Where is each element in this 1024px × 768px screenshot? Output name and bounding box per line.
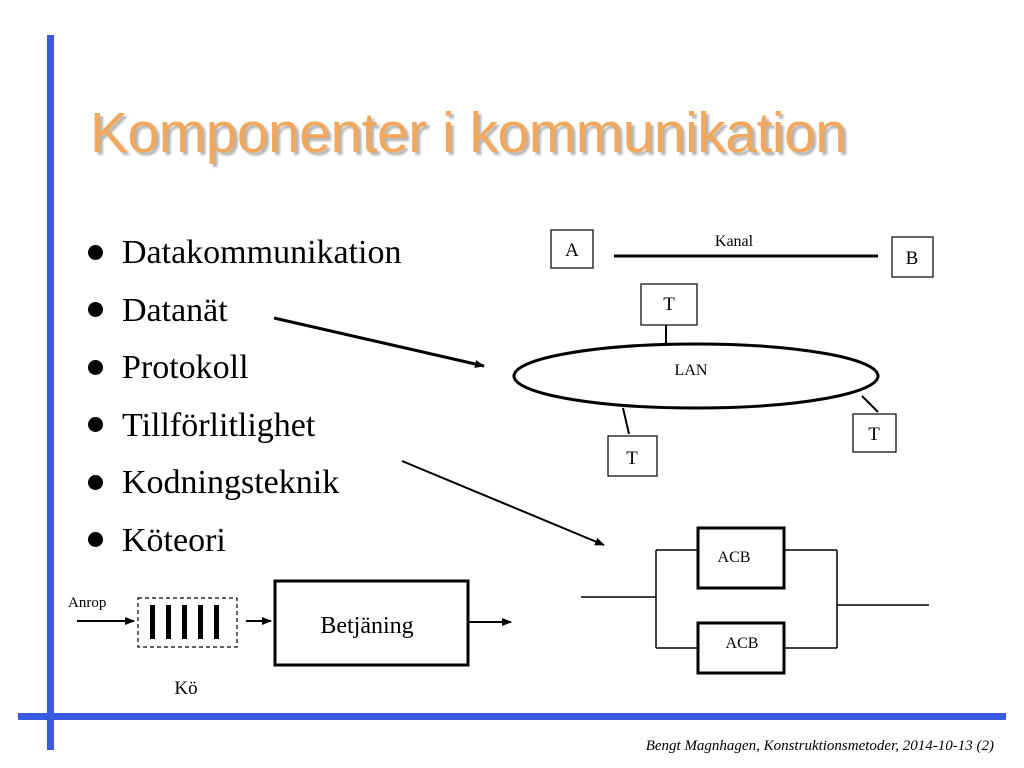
bullet-dot-icon <box>88 302 103 318</box>
bullet-item: Datakommunikation <box>88 230 402 288</box>
arrivals-label: Anrop <box>68 595 106 611</box>
left-accent-bar <box>47 35 54 750</box>
lan-diagram: LAN T T T <box>512 283 897 477</box>
bullet-list: Datakommunikation Datanät Protokoll Till… <box>88 230 402 575</box>
terminal-right-label: T <box>868 424 880 445</box>
server-box <box>273 579 470 667</box>
bullet-text: Kodningsteknik <box>122 464 340 501</box>
bullet-dot-icon <box>88 244 103 260</box>
redundancy-diagram: ACB ACB <box>581 526 929 675</box>
bullet-text: Protokoll <box>122 349 249 386</box>
node-b-box <box>891 236 934 278</box>
terminal-left-box <box>607 435 658 477</box>
arrow-datanat-to-lan <box>273 316 485 368</box>
queue-label: Kö <box>174 678 197 699</box>
terminal-right-box <box>852 413 897 453</box>
server-label: Betjäning <box>320 613 413 639</box>
acb-unit-top <box>696 526 786 590</box>
terminal-top-label: T <box>663 294 675 315</box>
arrow-tillforlitlighet-to-acb <box>401 460 605 546</box>
terminal-right-link <box>861 395 879 413</box>
bullet-item: Protokoll <box>88 345 402 403</box>
bullet-dot-icon <box>88 417 103 433</box>
bullet-dot-icon <box>88 359 103 375</box>
node-a-label: A <box>565 240 579 261</box>
channel-label: Kanal <box>715 233 754 250</box>
acb-unit-bottom-label: ACB <box>726 635 759 652</box>
channel-diagram: A Kanal B <box>550 229 934 278</box>
bullet-item: Datanät <box>88 288 402 346</box>
slide-title: Komponenter i kommunikation <box>90 101 847 165</box>
lan-label: LAN <box>675 362 708 379</box>
bullet-dot-icon <box>88 474 103 490</box>
bullet-item: Köteori <box>88 518 402 576</box>
queue-diagram: Anrop Kö Betjäning <box>68 579 512 699</box>
bullet-text: Datanät <box>122 291 228 329</box>
node-a-box <box>550 229 594 269</box>
terminal-left-label: T <box>626 448 638 469</box>
bullet-dot-icon <box>88 532 103 548</box>
bullet-item: Kodningsteknik <box>88 460 402 518</box>
slide-footer: Bengt Magnhagen, Konstruktionsmetoder, 2… <box>645 738 994 754</box>
bullet-text: Tillförlitlighet <box>122 406 316 444</box>
queue-slots-icon <box>150 605 219 639</box>
terminal-top-box <box>640 283 698 326</box>
node-b-label: B <box>906 248 919 269</box>
terminal-left-link <box>622 407 630 435</box>
bottom-accent-bar <box>18 713 1006 720</box>
bullet-item: Tillförlitlighet <box>88 403 402 461</box>
acb-unit-top-label: ACB <box>718 549 751 566</box>
bullet-text: Köteori <box>122 521 226 559</box>
bullet-text: Datakommunikation <box>122 234 402 271</box>
lan-ellipse <box>512 342 880 410</box>
